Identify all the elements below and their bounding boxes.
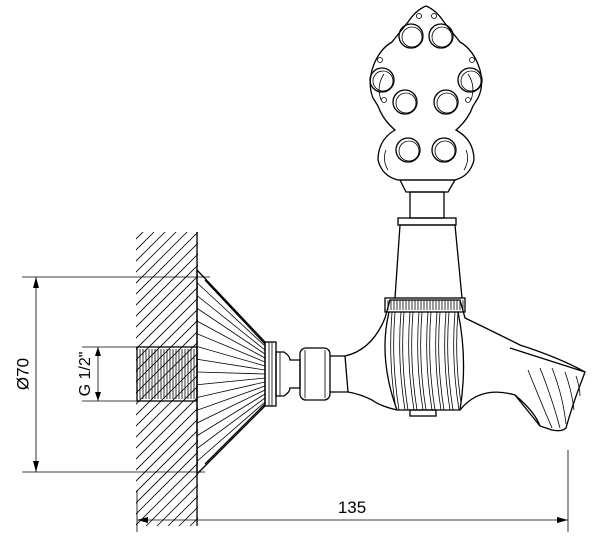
knurled-ring bbox=[384, 297, 466, 313]
length-label: 135 bbox=[338, 498, 366, 517]
tap-body bbox=[344, 299, 586, 432]
fluted-handle bbox=[384, 311, 465, 411]
spindle-tower bbox=[394, 179, 463, 299]
thread-label: G 1/2" bbox=[77, 352, 94, 397]
thread-dimension: G 1/2" bbox=[77, 346, 137, 402]
diameter-label: Ø70 bbox=[13, 358, 32, 390]
cross-handle bbox=[369, 5, 483, 181]
threaded-nipple bbox=[136, 346, 198, 402]
diameter-dimension: Ø70 bbox=[13, 276, 210, 473]
wall-rosette bbox=[196, 268, 266, 476]
length-dimension: 135 bbox=[136, 450, 569, 532]
connector-nut bbox=[264, 341, 348, 407]
